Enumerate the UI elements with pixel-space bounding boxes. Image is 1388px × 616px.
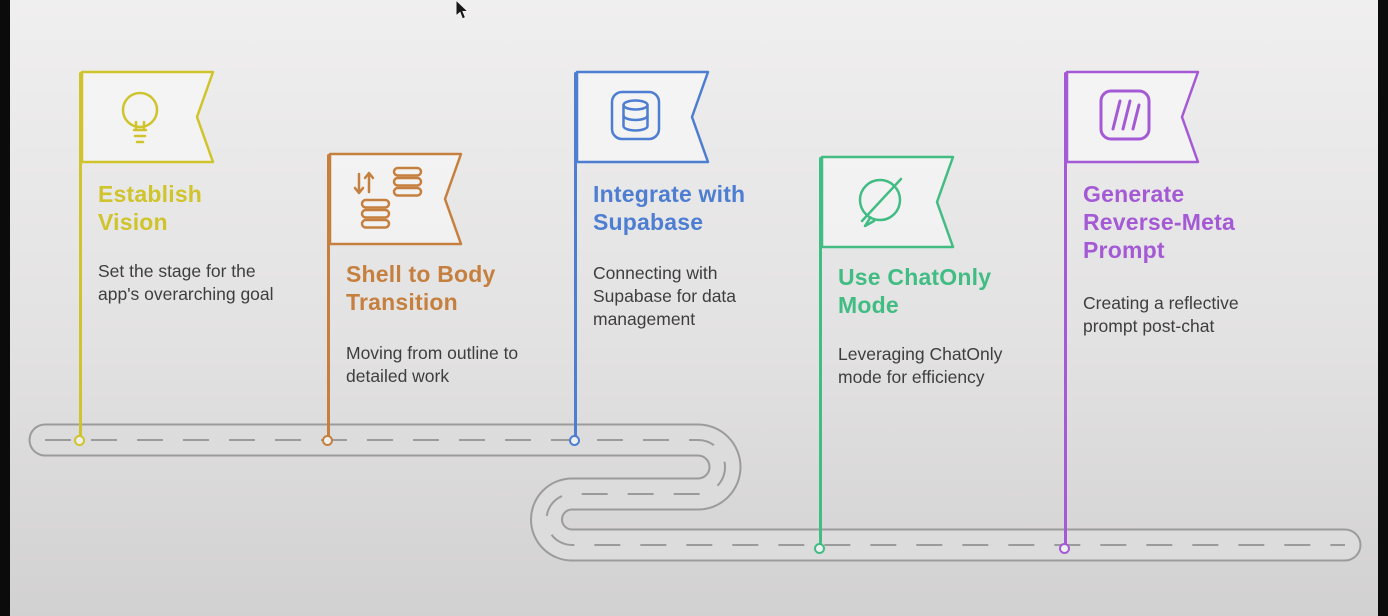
database-icon [610,90,661,141]
mouse-cursor-icon [455,0,470,20]
milestone-title: Use ChatOnly Mode [838,264,992,319]
road-node [74,435,85,446]
milestone-description: Leveraging ChatOnly mode for efficiency [838,344,1003,388]
flag-pole [819,157,822,548]
letterbox-right-bar [1378,0,1388,616]
flag-banner [80,70,215,164]
road-node [1059,543,1070,554]
board-icon [1099,89,1151,141]
milestone-title: Integrate with Supabase [593,181,746,236]
lightbulb-icon [121,91,159,144]
flag-banner [1065,70,1200,164]
flag-banner [820,155,955,249]
milestone-title: Generate Reverse-Meta Prompt [1083,181,1235,264]
milestone-description: Set the stage for the app's overarching … [98,261,274,305]
road-center-dashes [45,439,1345,546]
flag-pole [1064,72,1067,548]
data-transfer-icon [353,166,423,229]
flag-banner [575,70,710,164]
milestone-description: Moving from outline to detailed work [346,343,519,387]
road-node [569,435,580,446]
milestone-title: Establish Vision [98,181,203,236]
road-node [814,543,825,554]
flag-banner [328,152,463,246]
milestone-description: Creating a reflective prompt post-chat [1083,293,1239,337]
flag-pole [574,72,577,440]
road-node [322,435,333,446]
flag-pole [327,154,330,440]
milestone-description: Connecting with Supabase for data manage… [593,263,737,330]
letterbox-left-bar [0,0,10,616]
flag-pole [79,72,82,440]
chat-slash-icon [858,177,903,228]
milestone-title: Shell to Body Transition [346,261,496,316]
